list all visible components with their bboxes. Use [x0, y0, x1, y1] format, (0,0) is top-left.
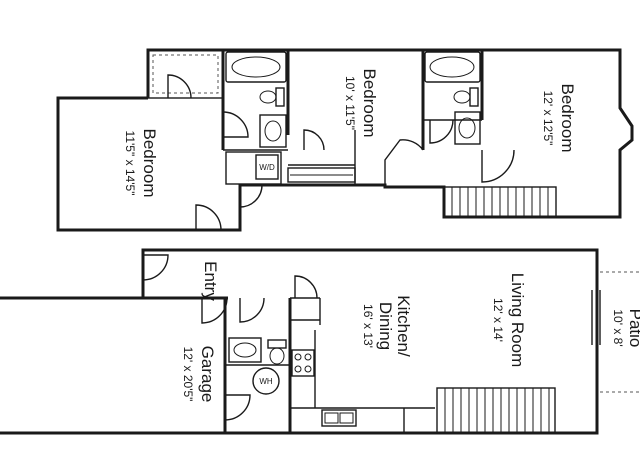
lower-floor-outer-wall — [0, 248, 599, 435]
tub-bath1 — [225, 51, 287, 83]
door-utility — [224, 394, 251, 421]
closet-shelf — [152, 54, 219, 94]
entry-name: Entry — [201, 261, 220, 301]
kitchen-name-line2: Dining — [376, 302, 395, 350]
bedroom-mid-size: 10' x 11'5" — [343, 76, 357, 130]
toilet-bath1-tank — [275, 87, 285, 107]
toilet-bath2-tank — [469, 87, 479, 107]
bedroom-left-name: Bedroom — [140, 129, 159, 198]
door-half-bath — [239, 297, 265, 323]
living-name: Living Room — [508, 273, 527, 368]
water-heater — [252, 367, 280, 395]
door-bedroom-left — [167, 74, 192, 99]
sink-half-bath-basin — [233, 342, 257, 358]
water-heater-label: WH — [259, 377, 273, 386]
toilet-half-bath-bowl — [269, 347, 285, 365]
door-bedroom-right — [481, 149, 515, 183]
door-bedroom-mid-right — [384, 139, 424, 185]
kitchen-name-line1: Kitchen/ — [394, 295, 413, 357]
patio-size: 10' x 8' — [611, 309, 625, 346]
bedroom-left-label: Bedroom 11'5" x 14'5" — [123, 129, 159, 198]
toilet-bath2-bowl — [453, 90, 471, 104]
closet-mid-shelf — [287, 167, 356, 183]
living-size: 12' x 14' — [491, 298, 505, 342]
sink-half-bath — [228, 337, 262, 363]
bedroom-left-size: 11'5" x 14'5" — [123, 131, 137, 196]
bedroom-right-label: Bedroom 12' x 12'5" — [541, 84, 577, 153]
toilet-half-bath-tank — [267, 339, 287, 349]
stove — [291, 349, 315, 377]
door-hall-bottom — [195, 204, 222, 231]
kitchen-size: 16' x 13' — [361, 304, 375, 348]
bedroom-mid-label: Bedroom 10' x 11'5" — [343, 69, 379, 138]
bedroom-mid-name: Bedroom — [360, 69, 379, 138]
washer-dryer-unit — [255, 154, 279, 180]
tub-bath2 — [424, 51, 481, 83]
door-bedroom-mid — [303, 129, 325, 151]
washer-dryer-label: W/D — [259, 163, 275, 172]
door-pantry — [294, 275, 318, 299]
garage-size: 12' x 20'5" — [181, 347, 195, 402]
bedroom-right-size: 12' x 12'5" — [541, 91, 555, 146]
door-garage-entry — [201, 297, 228, 324]
kitchen-sink — [321, 409, 357, 427]
sink-bath2 — [454, 111, 481, 145]
door-bedroom-left-bath — [222, 111, 249, 138]
door-bath2 — [429, 119, 454, 144]
sink-bath1-basin — [264, 120, 282, 142]
living-label: Living Room 12' x 14' — [491, 273, 527, 368]
toilet-bath1-bowl — [259, 90, 277, 104]
lower-floor: WH — [0, 248, 640, 435]
stairs-upper — [443, 186, 557, 218]
tub-bath1-basin — [231, 56, 281, 78]
door-front-entry — [142, 254, 169, 281]
closet-top-left — [147, 49, 224, 99]
stairs-lower — [436, 387, 556, 434]
tub-bath2-basin — [429, 56, 475, 78]
patio-label: Patio 10' x 8' — [611, 309, 640, 348]
upper-floor: W/D Bedroom 11'5" x 14'5" B — [56, 48, 634, 232]
garage-label: Garage 12' x 20'5" — [181, 346, 217, 403]
sink-bath2-basin — [458, 117, 476, 139]
bedroom-right-name: Bedroom — [558, 84, 577, 153]
garage-name: Garage — [198, 346, 217, 403]
kitchen-label: Kitchen/ Dining 16' x 13' — [361, 295, 413, 357]
patio-name: Patio — [626, 309, 640, 348]
washer-dryer-closet — [225, 151, 282, 185]
entry-label: Entry — [201, 261, 220, 301]
door-closet-wd — [239, 184, 263, 208]
sink-bath1 — [259, 114, 287, 148]
